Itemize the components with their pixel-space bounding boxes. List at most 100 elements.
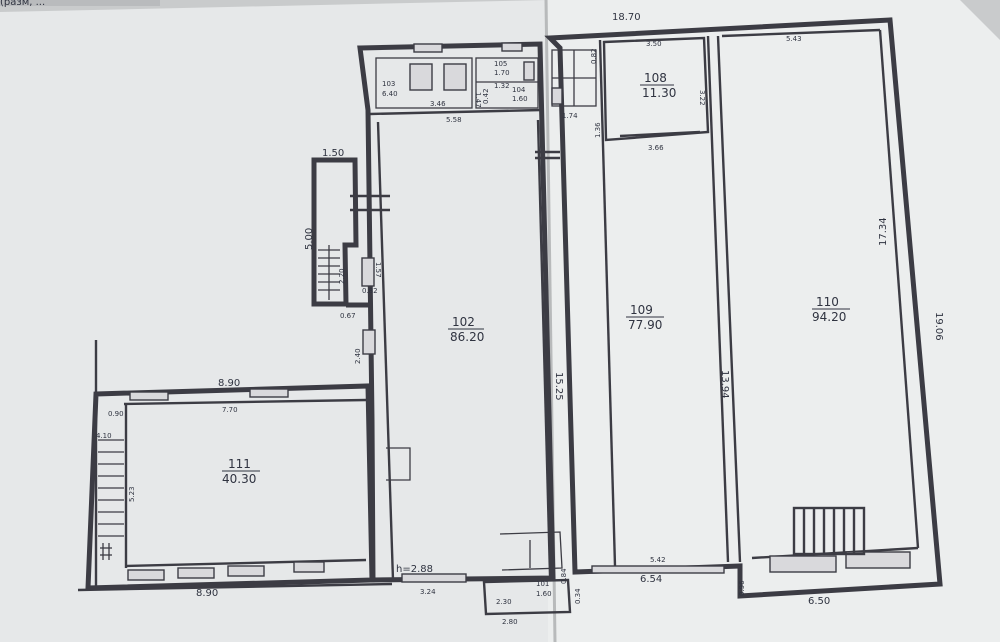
dim-label: 4.10 [96,432,112,440]
door-left-102 [362,329,376,355]
room-103-outline [375,57,473,109]
dim-label: 7.70 [222,406,238,414]
stairs-110 [792,506,866,556]
entrance-102 [499,531,563,571]
dim-label: 1.57 [374,262,382,278]
dim-label: 0.90 [108,410,124,418]
room-area: 86.20 [450,330,484,344]
room-104-105-outline [475,57,539,109]
dim-label: 1.74 [562,112,578,120]
wall-102-right-inner [536,119,552,577]
room-102-niche [386,447,411,481]
room-111-label: 111 40.30 [222,457,260,486]
wall-110-top-inner [721,28,881,38]
room-area: 1.60 [536,590,552,598]
dim-label: 0.82 [590,48,598,64]
right-page [548,0,1000,642]
dim-label: 5.58 [446,116,462,124]
dim-label: 0.84 [560,568,568,584]
dim-label: 0.82 [362,287,378,295]
room-101-label: 101 1.60 [536,580,552,598]
stair-niche [361,257,375,287]
room-108-label: 108 11.30 [640,71,676,100]
room-105-label: 105 1.70 [494,60,510,77]
fixture-3 [523,61,535,81]
page-top-edge [0,0,160,6]
dim-label: 0.67 [340,312,356,320]
wall-109-left-inner [598,39,617,567]
dim-label: 2.80 [502,618,518,626]
dim-label: 3.50 [646,40,662,48]
ceiling-height: h=2.88 [396,564,433,575]
fixture-2 [443,63,467,91]
room-number: 102 [452,315,475,329]
room-area: 77.90 [628,318,662,332]
room-108-walls [602,36,710,142]
room-109-label: 109 77.90 [626,303,664,332]
room-area: 1.70 [494,69,510,77]
wall-110-right-inner [878,29,920,549]
left-page [0,0,548,642]
dim-label: 2.20 [338,268,346,284]
room-108-door [619,130,701,138]
dim-label: 0.96 [738,580,746,596]
fixture-1 [409,63,433,91]
right-building-walls [544,17,943,599]
dim-label: 5.43 [786,35,802,43]
wall-111-base [77,582,393,592]
dim-label: 19.06 [933,312,944,341]
dim-label: 3.24 [420,588,436,596]
dim-label: 0.34 [574,588,582,604]
room-number: 104 [512,86,526,94]
dim-label: 1.36 [594,122,602,138]
room-104-label: 104 1.60 [512,86,528,103]
room-number: 110 [816,295,839,309]
dim-label: 15.25 [553,372,564,401]
room-number: 103 [382,80,395,88]
stairs-111 [98,439,124,560]
room-area: 1.60 [512,95,528,103]
window-top-2 [501,42,523,52]
dim-label: 6.54 [640,574,662,585]
wall-102-top-inner [369,108,542,116]
dim-label: 5.00 [304,228,315,250]
dim-label: 1.32 [494,82,510,90]
dim-label: 13.94 [719,370,730,399]
dim-label: 2.40 [354,348,362,364]
dim-label: 5.42 [650,556,666,564]
dim-label: 1.47 [474,92,482,108]
wall-109-110-b [716,35,742,563]
dim-label: 8.90 [218,378,240,389]
stair-block-walls [311,157,359,307]
wall-109-110-a [706,35,730,563]
wall-111-top-inner [123,398,367,406]
dim-label: 1.50 [322,148,344,159]
door-marks-102 [350,150,560,212]
room-110-label: 110 94.20 [812,295,850,324]
dim-label: 5.23 [128,486,136,502]
dim-label: 18.70 [612,12,641,23]
room-area: 11.30 [642,86,676,100]
room-number: 111 [228,457,251,471]
wall-102-left-inner [376,121,395,581]
window-top-1 [413,43,443,53]
room-number: 105 [494,60,507,68]
dim-label: 8.90 [196,588,218,599]
dim-label: 2.30 [496,598,512,606]
fixture-4 [551,87,563,105]
dim-label: 3.46 [430,100,446,108]
room-number: 101 [536,580,549,588]
dim-label: 3.66 [648,144,664,152]
stair-steps [318,245,340,300]
dim-label: 6.50 [808,596,830,607]
windows-111 [127,388,467,583]
dim-label: 3.22 [698,90,706,106]
room-area: 40.30 [222,472,256,486]
room-103-label: 103 6.40 [382,80,398,98]
room-102-label: 102 86.20 [448,315,484,344]
windows-right [591,551,911,574]
room-number: 109 [630,303,653,317]
room-area: 94.20 [812,310,846,324]
